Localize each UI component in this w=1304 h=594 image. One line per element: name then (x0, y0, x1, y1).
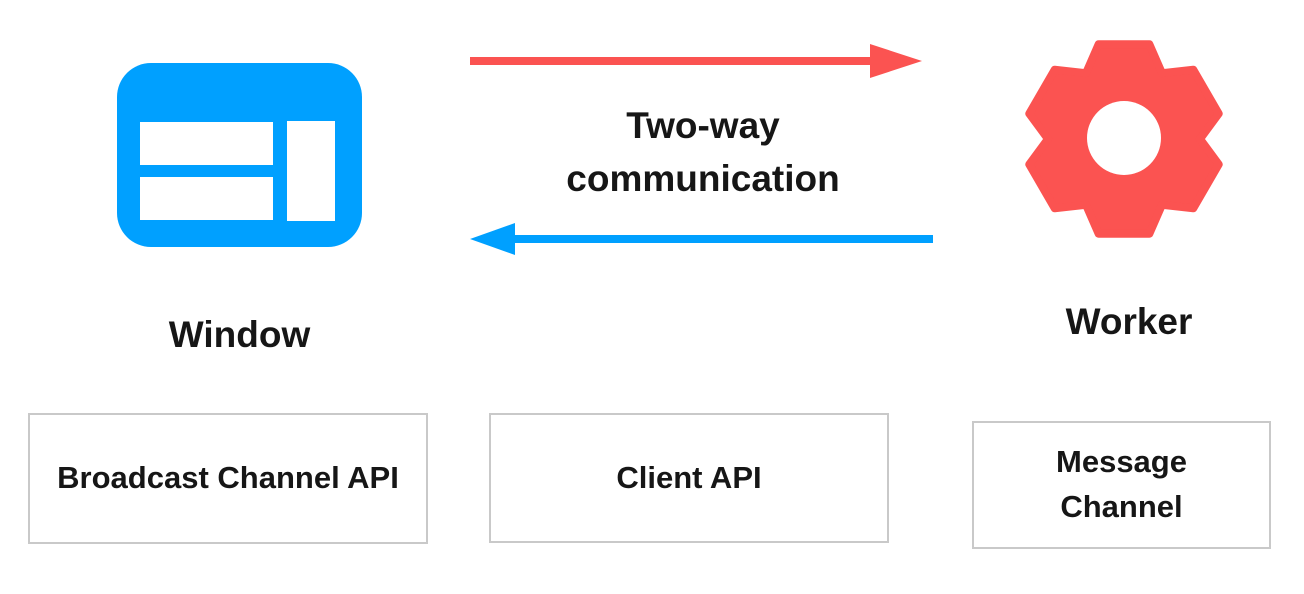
worker-node-label: Worker (1065, 301, 1193, 342)
arrow-right-shaft (470, 57, 872, 65)
message-channel-box: Message Channel (972, 421, 1271, 549)
window-pane-bottom-left (140, 177, 273, 220)
message-channel-label: Message Channel (1056, 444, 1187, 524)
window-node-label: Window (168, 314, 311, 355)
gear-icon (1025, 40, 1223, 238)
browser-window-icon (117, 63, 362, 247)
client-api-label: Client API (616, 459, 762, 495)
window-pane-right (287, 121, 335, 221)
broadcast-channel-api-box: Broadcast Channel API (28, 413, 428, 544)
client-api-box: Client API (489, 413, 889, 543)
window-pane-top-left (140, 122, 273, 165)
arrow-left-head-icon (470, 223, 515, 255)
arrow-right-head-icon (870, 44, 922, 78)
two-way-communication-label: Two-way communication (566, 105, 840, 199)
arrow-left-shaft (513, 235, 933, 243)
broadcast-channel-api-label: Broadcast Channel API (57, 460, 399, 496)
